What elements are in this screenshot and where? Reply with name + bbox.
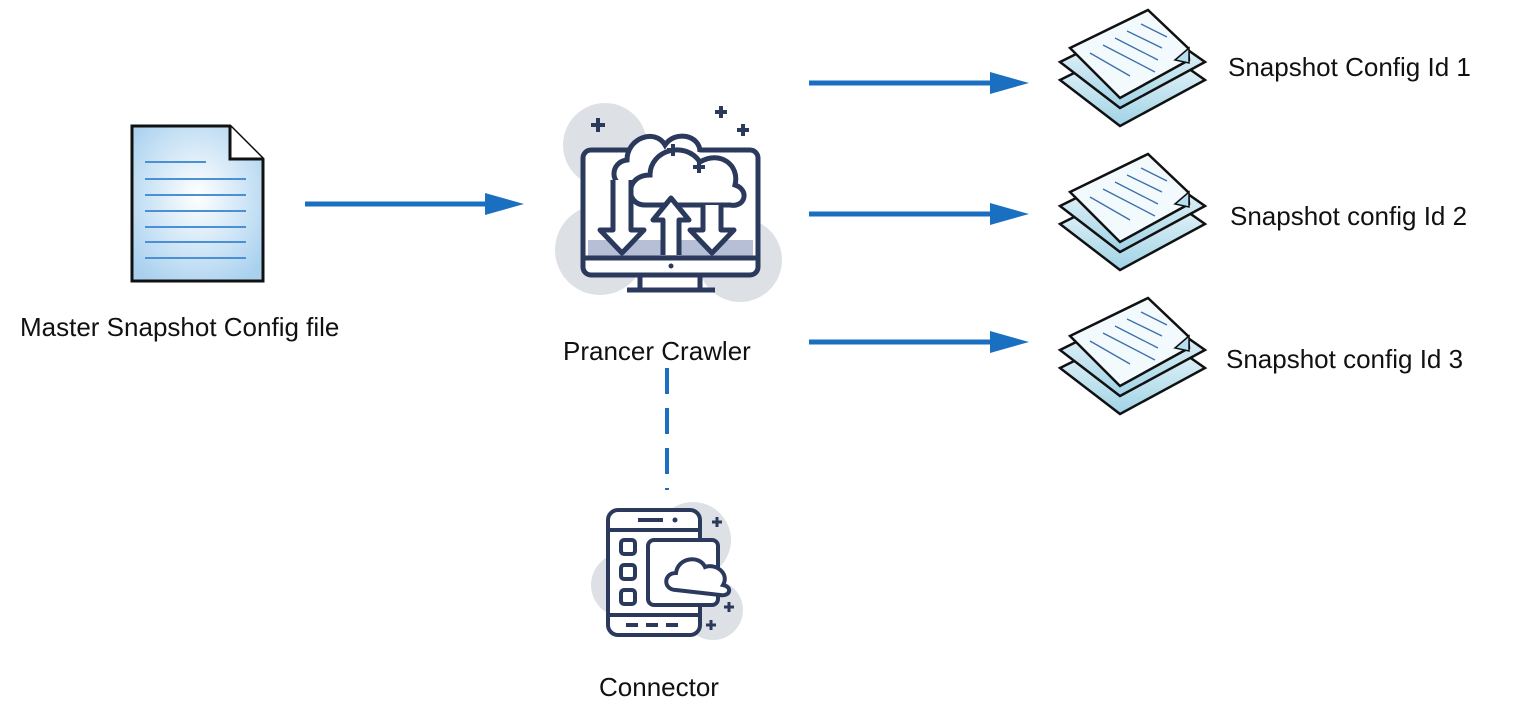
snapshot-label-3: Snapshot config Id 3 (1226, 344, 1464, 374)
document-icon (130, 124, 265, 283)
stacked-documents-icon (1057, 296, 1208, 416)
crawler-label: Prancer Crawler (563, 336, 751, 366)
arrow-crawler-to-snapshot-3 (809, 331, 1029, 353)
cloud-monitor-icon (555, 103, 782, 302)
mobile-cloud-icon (591, 502, 743, 640)
master-config-label: Master Snapshot Config file (20, 312, 340, 342)
dashed-link-crawler-connector (665, 368, 669, 490)
stacked-documents-icon (1057, 152, 1208, 272)
stacked-documents-icon (1057, 8, 1208, 128)
snapshot-label-1: Snapshot Config Id 1 (1228, 52, 1471, 82)
snapshot-label-2: Snapshot config Id 2 (1230, 201, 1468, 231)
arrow-crawler-to-snapshot-2 (809, 203, 1029, 225)
connector-label: Connector (599, 672, 719, 702)
arrow-crawler-to-snapshot-1 (809, 72, 1029, 94)
arrow-master-to-crawler (305, 193, 524, 215)
